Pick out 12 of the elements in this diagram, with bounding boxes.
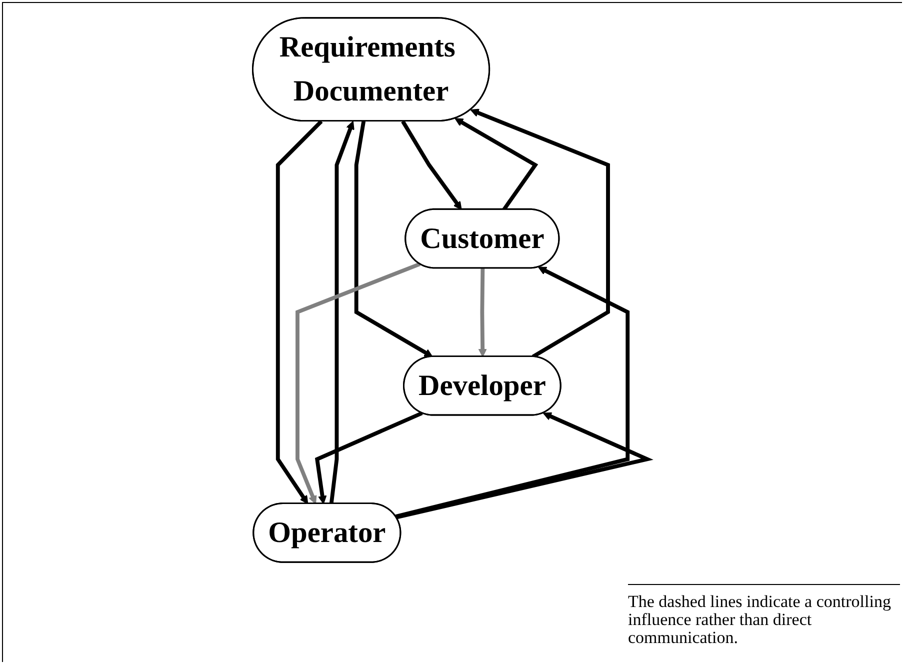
arrow	[296, 262, 421, 504]
arrow	[478, 268, 487, 358]
arrow	[470, 108, 610, 358]
arrow	[395, 266, 630, 518]
arrow	[314, 411, 423, 504]
arrow	[396, 412, 654, 520]
arrow	[401, 120, 462, 210]
arrow	[354, 121, 433, 358]
arrow	[276, 120, 323, 504]
arrow	[329, 120, 354, 504]
arrow	[454, 118, 538, 211]
note-text: The dashed lines indicate a controlling influence rather than direct communication.	[628, 584, 900, 647]
